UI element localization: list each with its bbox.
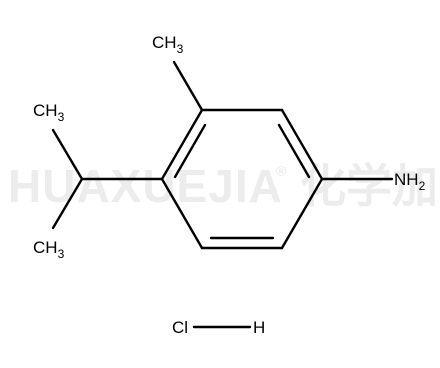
ring-bond-upper-left — [160, 108, 204, 181]
methyl-label-upper: CH3 — [33, 101, 65, 124]
atom-labels: CH3 CH3 CH3 NH2 Cl H — [33, 33, 426, 337]
methyl-label-top-main: CH — [152, 33, 177, 52]
ring-bond-lower-right — [280, 177, 324, 250]
amine-label-subscript: 2 — [419, 179, 426, 193]
methyl-label-top-subscript: 3 — [177, 42, 184, 56]
methyl-label-lower: CH3 — [33, 238, 65, 261]
isopropyl-bond-upper — [51, 128, 84, 181]
watermark-text: HUAXUEJIA — [8, 160, 283, 212]
chlorine-label: Cl — [172, 318, 188, 337]
amine-label: NH2 — [394, 170, 426, 193]
methyl-label-lower-main: CH — [33, 238, 58, 257]
methyl-label-top: CH3 — [152, 33, 184, 56]
ring-double-bond-inner-left — [173, 123, 207, 179]
watermark-registered-mark: ® — [276, 163, 287, 179]
ring-bond-upper-right — [280, 108, 324, 181]
methyl-label-upper-subscript: 3 — [58, 110, 65, 124]
methyl-label-lower-subscript: 3 — [58, 247, 65, 261]
methyl-label-upper-main: CH — [33, 101, 58, 120]
amine-label-main: NH — [394, 170, 419, 189]
bonds — [51, 60, 394, 329]
methyl-bond-top — [172, 60, 204, 112]
isopropyl-bond-lower — [51, 177, 84, 230]
ring-bond-lower-left — [160, 177, 204, 250]
watermark-cjk-text: 化学加 — [300, 160, 438, 212]
hydrogen-label: H — [253, 318, 265, 337]
watermark: HUAXUEJIA ® 化学加 — [8, 160, 438, 212]
ring-double-bond-inner-right — [277, 123, 311, 179]
